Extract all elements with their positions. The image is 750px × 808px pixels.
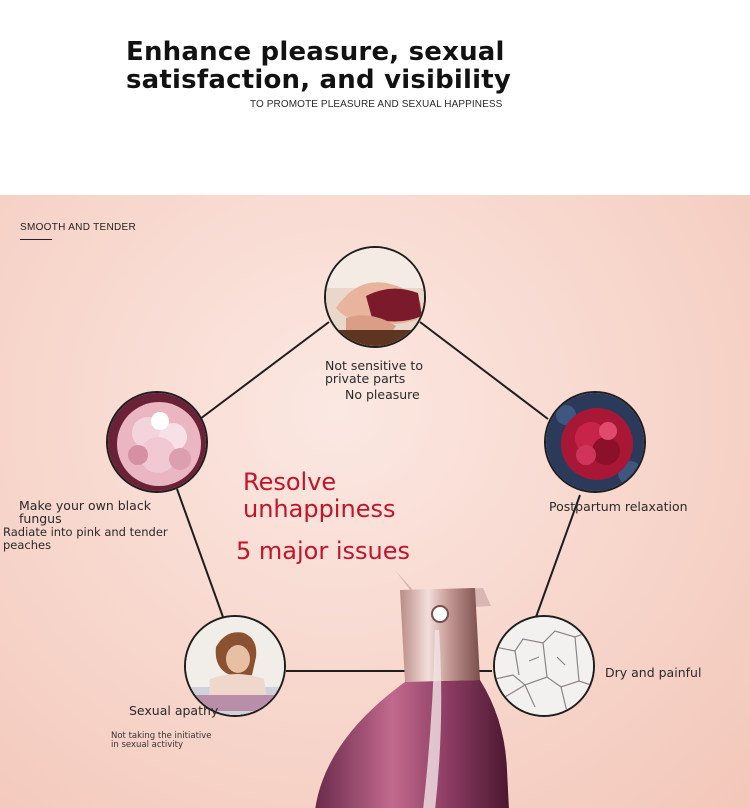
issue-left-extra-1: Radiate into pink and tender xyxy=(3,525,168,539)
center-title-line-2: unhappiness xyxy=(243,495,396,523)
center-title-line-1: Resolve xyxy=(243,468,337,496)
woman-photo-icon xyxy=(324,246,426,348)
issue-top-extra: No pleasure xyxy=(345,387,420,402)
header-section: Enhance pleasure, sexual satisfaction, a… xyxy=(0,0,750,195)
section-divider xyxy=(20,239,52,240)
connector-top-right xyxy=(419,321,549,420)
connector-right-bottom xyxy=(535,494,581,618)
issue-lower-left-note-1: Not taking the initiative xyxy=(111,731,212,741)
distressed-woman-photo-icon xyxy=(184,615,286,717)
product-bottle-image xyxy=(315,570,509,808)
issue-top-label-1: Not sensitive to xyxy=(325,358,423,373)
cracked-ground-photo-icon xyxy=(493,615,595,717)
pink-flower-photo-icon xyxy=(106,391,208,493)
issue-lower-left-note-2: in sexual activity xyxy=(111,740,183,750)
issue-left-label-1: Make your own black xyxy=(19,498,151,513)
issue-left-label-2: fungus xyxy=(19,511,62,526)
connector-left-bottom xyxy=(176,488,224,618)
center-title-line-3: 5 major issues xyxy=(236,537,410,565)
headline: Enhance pleasure, sexual satisfaction, a… xyxy=(126,37,512,95)
connector-top-left xyxy=(199,321,330,420)
red-flower-photo-icon xyxy=(544,391,646,493)
issues-panel: SMOOTH AND TENDER Not sensitive to priva… xyxy=(0,195,750,808)
subheadline: TO PROMOTE PLEASURE AND SEXUAL HAPPINESS xyxy=(250,99,503,110)
issue-right-label: Postpartum relaxation xyxy=(549,499,688,514)
issue-left-extra-2: peaches xyxy=(3,538,52,552)
section-label: SMOOTH AND TENDER xyxy=(20,222,137,233)
issue-lower-left-label: Sexual apathy xyxy=(129,703,219,718)
issue-lower-right-label: Dry and painful xyxy=(605,665,702,680)
issue-top-label-2: private parts xyxy=(325,371,406,386)
